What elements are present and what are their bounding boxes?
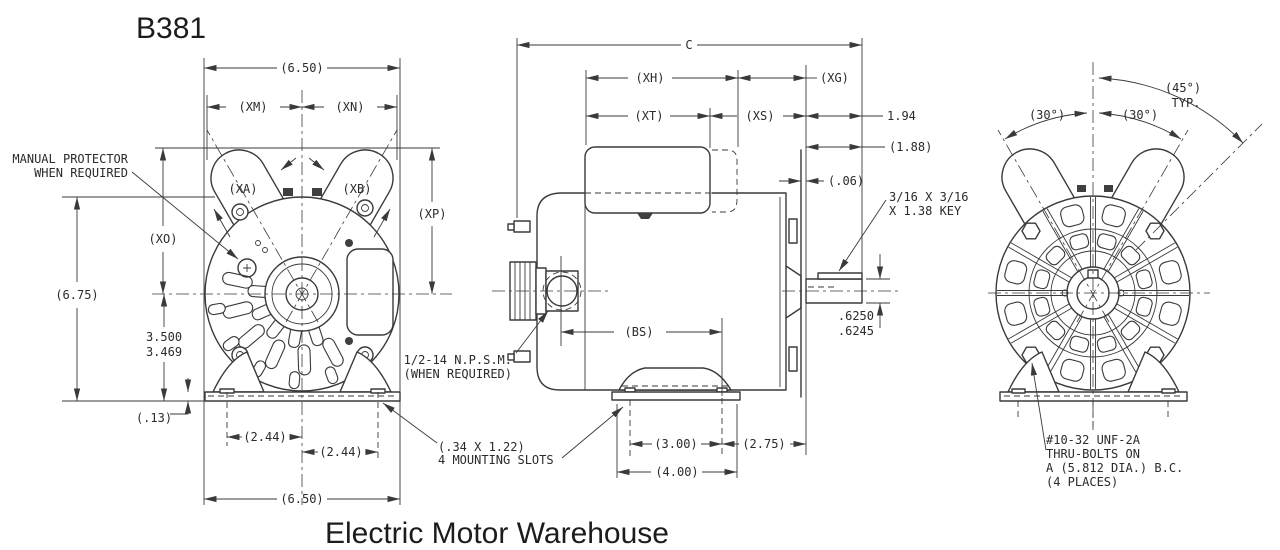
label-xm: (XM) xyxy=(239,100,268,114)
side-dimensions xyxy=(515,38,890,478)
rear-outer-slots xyxy=(1004,204,1182,382)
protector-leader xyxy=(131,171,239,260)
label-xs: (XS) xyxy=(746,109,775,123)
label-bolts-1: #10-32 UNF-2A xyxy=(1046,433,1141,447)
ear-bolt-icon xyxy=(1077,185,1086,192)
label-npsm-2: (WHEN REQUIRED) xyxy=(404,367,512,381)
label-foot-3: (3.00) xyxy=(654,437,697,451)
conduit-box-hidden xyxy=(712,149,738,213)
label-manual-protector-1: MANUAL PROTECTOR xyxy=(12,152,128,166)
angle-30-right-arc xyxy=(1098,110,1182,140)
label-height: (6.75) xyxy=(55,288,98,302)
label-30-left: (30°) xyxy=(1029,108,1065,122)
label-bolts-4: (4 PLACES) xyxy=(1046,475,1118,489)
slots-leader-left xyxy=(382,402,438,444)
ear-bolt-icon xyxy=(312,188,322,196)
label-foot-left: (2.44) xyxy=(243,430,286,444)
rear-view xyxy=(988,62,1263,430)
label-shaft-dia-1: .6250 xyxy=(838,309,874,323)
angle-30-left-arc xyxy=(1004,110,1088,140)
ear-bolt-icon xyxy=(1104,185,1113,192)
label-xh: (XH) xyxy=(636,71,665,85)
thru-bolts-leader xyxy=(1030,362,1047,451)
conduit-box xyxy=(584,146,711,214)
label-width-bottom: (6.50) xyxy=(280,492,323,506)
label-xa: (XA) xyxy=(229,182,258,196)
conduit-box-latch xyxy=(637,213,653,219)
label-manual-protector-2: WHEN REQUIRED xyxy=(34,166,128,180)
front-view xyxy=(152,90,452,505)
page-title: B381 xyxy=(136,12,206,45)
side-view xyxy=(492,65,900,455)
label-bs: (BS) xyxy=(625,325,654,339)
label-base-thickness: (.13) xyxy=(136,411,172,425)
label-key-2: X 1.38 KEY xyxy=(889,204,962,218)
ear-bolt-icon xyxy=(283,188,293,196)
label-xg: (XG) xyxy=(820,71,849,85)
terminal-screw-icon xyxy=(345,337,353,345)
rear-feet xyxy=(999,351,1188,428)
label-xn: (XN) xyxy=(336,100,365,114)
rear-ribs xyxy=(997,197,1189,389)
rear-right-30-axis xyxy=(1076,129,1189,323)
rear-45-axis xyxy=(1135,123,1263,251)
label-key-1: 3/16 X 3/16 xyxy=(889,190,968,204)
label-xb: (XB) xyxy=(343,182,372,196)
front-left-30-axis xyxy=(206,129,319,323)
label-xp: (XP) xyxy=(418,207,447,221)
label-foot-4: (4.00) xyxy=(655,465,698,479)
label-slots-2: 4 MOUNTING SLOTS xyxy=(438,453,554,467)
label-xo: (XO) xyxy=(149,232,178,246)
label-45-1: (45°) xyxy=(1165,81,1201,95)
labels: B381 Electric Motor Warehouse MANUAL PRO… xyxy=(12,12,1201,550)
rear-inner-slots xyxy=(1033,233,1153,353)
label-foot-275: (2.75) xyxy=(742,437,785,451)
label-shaft-height-2: 3.469 xyxy=(146,345,182,359)
label-45-2: TYP. xyxy=(1172,96,1201,110)
label-c: C xyxy=(685,38,692,52)
angle-45-arc xyxy=(1098,75,1244,144)
front-dimensions xyxy=(62,58,624,505)
label-npsm-1: 1/2-14 N.P.S.M. xyxy=(404,353,512,367)
rear-dimensions xyxy=(1004,75,1244,451)
front-vent-slots xyxy=(207,271,344,390)
shaft-key xyxy=(817,272,863,280)
label-shaft-dia-2: .6245 xyxy=(838,324,874,338)
label-foot-right: (2.44) xyxy=(319,445,362,459)
front-right-30-axis xyxy=(285,129,398,323)
side-rear-bolts xyxy=(507,220,531,363)
label-shaft-len: 1.94 xyxy=(887,109,916,123)
front-feet xyxy=(204,351,401,402)
front-terminal-box xyxy=(346,248,394,336)
key-leader xyxy=(838,199,887,272)
label-bolts-3: A (5.812 DIA.) B.C. xyxy=(1046,461,1183,475)
label-gap: (.06) xyxy=(828,174,864,188)
label-shaft-height-1: 3.500 xyxy=(146,330,182,344)
label-bolts-2: THRU-BOLTS ON xyxy=(1046,447,1140,461)
manual-protector-button xyxy=(237,258,257,278)
slots-leader-right xyxy=(561,406,624,459)
label-width-top: (6.50) xyxy=(280,61,323,75)
terminal-screw-icon xyxy=(345,239,353,247)
label-xt: (XT) xyxy=(635,109,664,123)
label-slots-1: (.34 X 1.22) xyxy=(438,440,525,454)
npsm-leader xyxy=(515,310,549,354)
rear-left-30-axis xyxy=(997,129,1110,323)
label-30-right: (30°) xyxy=(1122,108,1158,122)
side-foot xyxy=(611,367,741,401)
label-shaft-len2: (1.88) xyxy=(889,140,932,154)
footer-title: Electric Motor Warehouse xyxy=(325,517,669,550)
